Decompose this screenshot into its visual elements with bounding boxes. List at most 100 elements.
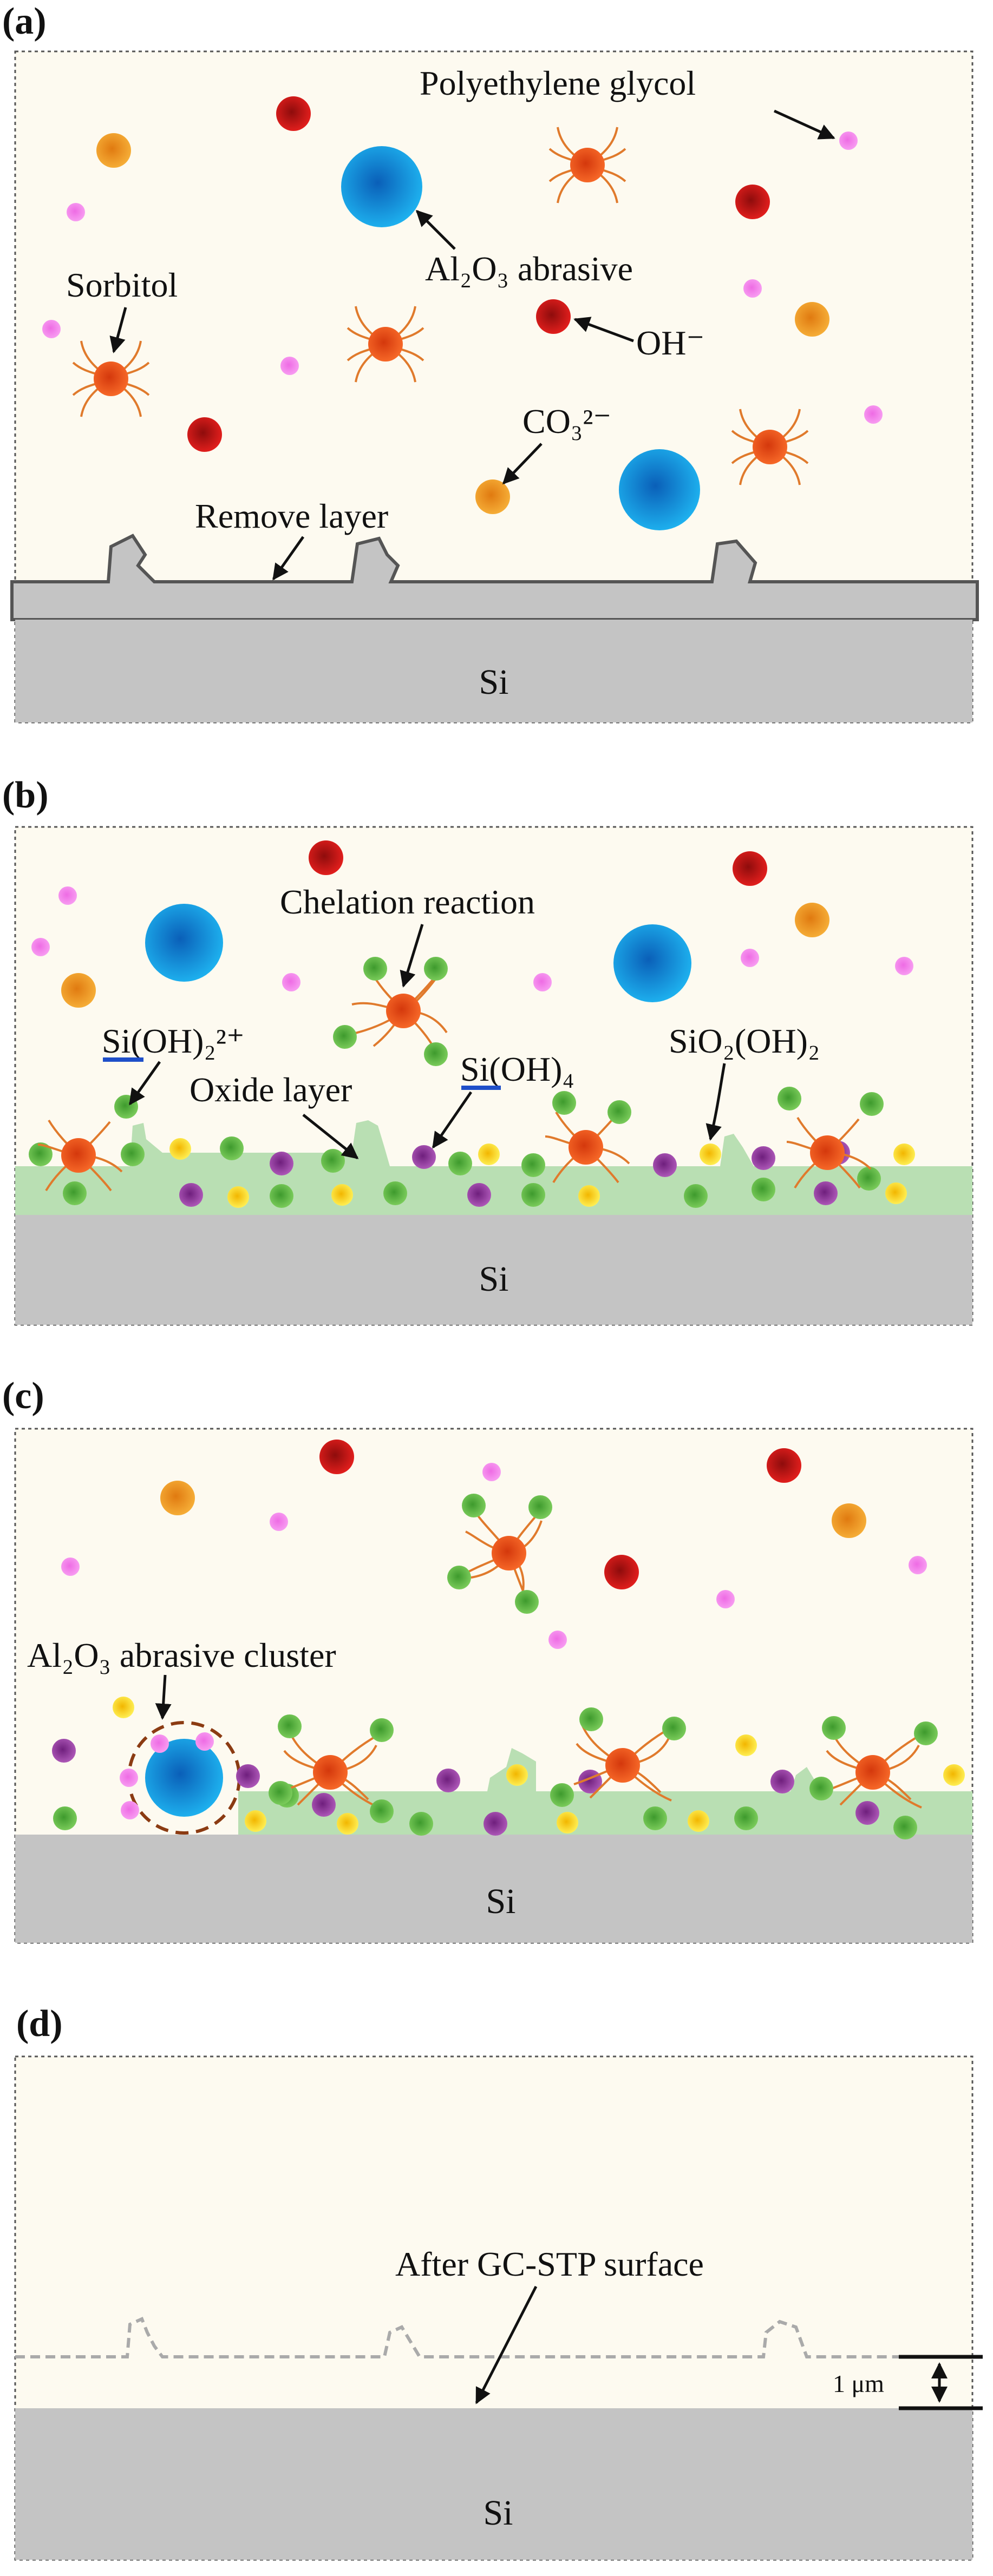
substrate-label: Si	[479, 1259, 508, 1299]
label-oxide-layer: Oxide layer	[190, 1070, 352, 1109]
peg-molecule	[839, 132, 858, 150]
si-substrate	[15, 1835, 972, 1943]
hydroxide-ion	[187, 417, 222, 452]
si-substrate	[15, 1215, 972, 1325]
sorbitol-molecule	[548, 127, 626, 203]
surface-species	[29, 1136, 915, 1208]
sorbitol-chelate-complex	[269, 1714, 394, 1823]
label-al2o3-abrasive: Al₂O₃ abrasive	[425, 249, 633, 288]
carbonate-ion	[832, 1503, 866, 1538]
peg-molecule	[895, 957, 913, 975]
panel-d: (d) Si After GC-STP surface 1 μm	[14, 2003, 983, 2561]
peg-molecule	[716, 1590, 735, 1608]
label-co3: CO₃²⁻	[522, 402, 611, 441]
peg-molecule	[31, 938, 50, 956]
hydroxide-ion	[733, 851, 767, 886]
hydroxide-ion	[735, 185, 770, 219]
peg-molecule	[195, 1732, 214, 1751]
hydroxide-ion	[276, 96, 311, 131]
label-abrasive-cluster: Al₂O₃ abrasive cluster	[27, 1636, 336, 1674]
sorbitol-chelate-complex	[545, 1091, 631, 1184]
label-remove-layer: Remove layer	[195, 497, 388, 535]
peg-molecule	[280, 357, 299, 375]
si-substrate	[15, 620, 972, 722]
oxide-layer	[15, 1120, 972, 1215]
substrate-label: Si	[483, 2493, 513, 2533]
al2o3-abrasive	[341, 146, 422, 227]
peg-molecule	[548, 1631, 567, 1649]
peg-molecule	[270, 1513, 288, 1531]
label-sorbitol: Sorbitol	[66, 266, 178, 304]
peg-molecule	[864, 405, 883, 424]
sorbitol-molecule	[72, 340, 150, 417]
label-oh: OH⁻	[636, 324, 704, 362]
arrow-sio2oh2	[705, 1063, 726, 1141]
al2o3-abrasive	[145, 904, 223, 982]
remove-layer	[10, 534, 979, 621]
peg-molecule	[743, 279, 762, 298]
peg-molecule	[67, 203, 85, 221]
al2o3-abrasive	[613, 924, 691, 1002]
arrow-after-gc-stp	[475, 2285, 538, 2404]
carbonate-ion	[795, 903, 829, 937]
al2o3-abrasive	[619, 449, 700, 530]
sorbitol-chelate-complex	[447, 1494, 552, 1614]
substrate-label: Si	[486, 1882, 515, 1921]
arrow-sioh2	[128, 1061, 161, 1106]
carbonate-ion	[61, 973, 96, 1008]
peg-molecule	[151, 1734, 169, 1753]
panel-label-c: (c)	[2, 1375, 44, 1417]
arrow-co3	[502, 443, 543, 485]
sorbitol-chelate-complex	[333, 957, 448, 1066]
peg-molecule	[61, 1558, 80, 1576]
hydroxide-ion	[319, 1440, 354, 1474]
label-after-gc-stp: After GC-STP surface	[395, 2245, 704, 2283]
carbonate-ion	[795, 302, 829, 337]
sorbitol-chelate-complex	[778, 1087, 884, 1189]
arrow-chelation	[400, 924, 424, 988]
arrow-sorbitol	[109, 307, 127, 353]
peg-molecule	[282, 973, 300, 991]
original-surface-outline	[15, 2316, 972, 2358]
al2o3-abrasive	[145, 1739, 223, 1817]
panel-label-d: (d)	[16, 2003, 63, 2045]
peg-molecule	[120, 1769, 138, 1787]
hydroxide-ion	[767, 1448, 801, 1483]
substrate-label: Si	[479, 662, 508, 702]
panel-label-b: (b)	[2, 774, 49, 816]
peg-molecule	[42, 320, 61, 338]
panel-label-a: (a)	[2, 1, 47, 42]
peg-molecule	[121, 1801, 139, 1819]
arrow-oxide-layer	[302, 1114, 359, 1159]
sorbitol-molecule	[347, 306, 424, 383]
peg-molecule	[909, 1556, 927, 1574]
panel-a: (a) Si	[2, 1, 979, 724]
sorbitol-molecule	[731, 409, 809, 485]
si-substrate	[15, 2408, 972, 2560]
hydroxide-ion	[536, 299, 571, 334]
label-sioh2: Si(OH)₂²⁺	[102, 1022, 245, 1060]
carbonate-ion	[96, 133, 131, 168]
hydroxide-ion	[309, 840, 343, 875]
panel-b: (b) Si	[2, 774, 974, 1326]
sorbitol-chelate-complex	[809, 1716, 938, 1839]
thickness-label: 1 μm	[833, 2370, 884, 2397]
label-peg: Polyethylene glycol	[420, 64, 696, 102]
arrow-sioh4	[432, 1091, 473, 1149]
peg-molecule	[741, 949, 759, 967]
hydroxide-ion	[604, 1555, 639, 1589]
peg-molecule	[58, 886, 77, 905]
arrow-abrasive-cluster	[155, 1674, 172, 1720]
carbonate-ion	[475, 479, 510, 514]
arrow-remove-layer	[272, 536, 305, 581]
panel-c: (c) Si	[2, 1375, 974, 1944]
label-chelation-reaction: Chelation reaction	[280, 883, 535, 921]
peg-molecule	[533, 973, 552, 991]
label-sioh4: Si(OH)₄	[460, 1050, 574, 1088]
label-sio2oh2: SiO₂(OH)₂	[669, 1022, 820, 1060]
arrow-oh	[573, 317, 634, 343]
arrow-peg	[773, 109, 835, 140]
peg-molecule	[482, 1463, 501, 1481]
sorbitol-chelate-complex	[550, 1707, 686, 1830]
